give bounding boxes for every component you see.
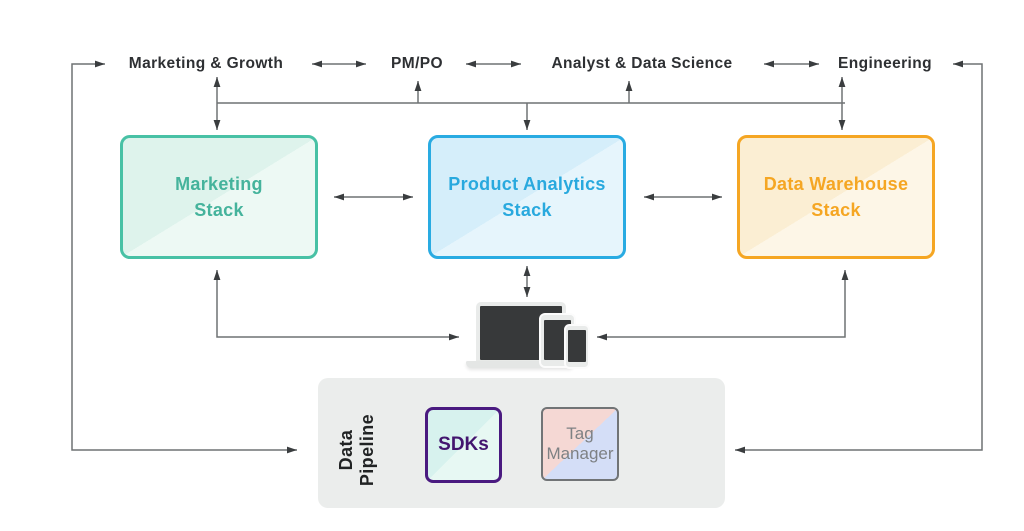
marketing-pmpo-arrow — [312, 60, 366, 68]
tag-manager-node: Tag Manager — [541, 407, 619, 481]
analyst-engineering-arrow — [764, 60, 819, 68]
data-warehouse-stack-label-line2: Stack — [811, 200, 861, 220]
bus-product-stack-arrow — [523, 103, 531, 130]
data-pipeline-label: Data Pipeline — [336, 390, 378, 510]
bus-analyst-arrow — [625, 81, 633, 103]
marketing-devices-arrow — [213, 270, 459, 341]
data-warehouse-stack-node: Data Warehouse Stack — [737, 135, 935, 259]
marketing-product-arrow — [334, 193, 413, 201]
marketing-stack-label-line1: Marketing — [175, 174, 263, 194]
role-label-marketing-growth: Marketing & Growth — [128, 55, 284, 72]
data-pipeline-container — [318, 378, 725, 508]
marketing-stack-node: Marketing Stack — [120, 135, 318, 259]
role-label-pm-po: PM/PO — [391, 55, 443, 72]
product-analytics-stack-label-line2: Stack — [502, 200, 552, 220]
warehouse-devices-arrow — [597, 270, 849, 341]
sdks-label: SDKs — [438, 434, 489, 455]
tag-manager-label-line1: Tag — [566, 424, 594, 443]
phone-screen-display — [568, 330, 586, 362]
sdks-node: SDKs — [425, 407, 502, 483]
product-devices-arrow — [523, 266, 531, 297]
phone-icon — [566, 326, 588, 367]
product-analytics-stack-node: Product Analytics Stack — [428, 135, 626, 259]
data-warehouse-stack-label-line1: Data Warehouse — [763, 174, 909, 194]
bus-pmpo-arrow — [414, 81, 422, 103]
laptop-base — [466, 361, 574, 368]
marketing-stack-label-line2: Stack — [194, 200, 244, 220]
pmpo-analyst-arrow — [466, 60, 521, 68]
marketing-role-stack-arrow — [213, 77, 221, 130]
engineering-role-stack-arrow — [838, 77, 846, 130]
tag-manager-label-line2: Manager — [546, 444, 614, 463]
data-pipeline-label-line2: Pipeline — [357, 413, 377, 487]
product-warehouse-arrow — [644, 193, 722, 201]
product-analytics-stack-label-line1: Product Analytics — [448, 174, 606, 194]
role-label-engineering: Engineering — [838, 55, 932, 72]
role-label-analyst-data-science: Analyst & Data Science — [551, 55, 733, 72]
data-pipeline-label-line1: Data — [336, 429, 356, 471]
